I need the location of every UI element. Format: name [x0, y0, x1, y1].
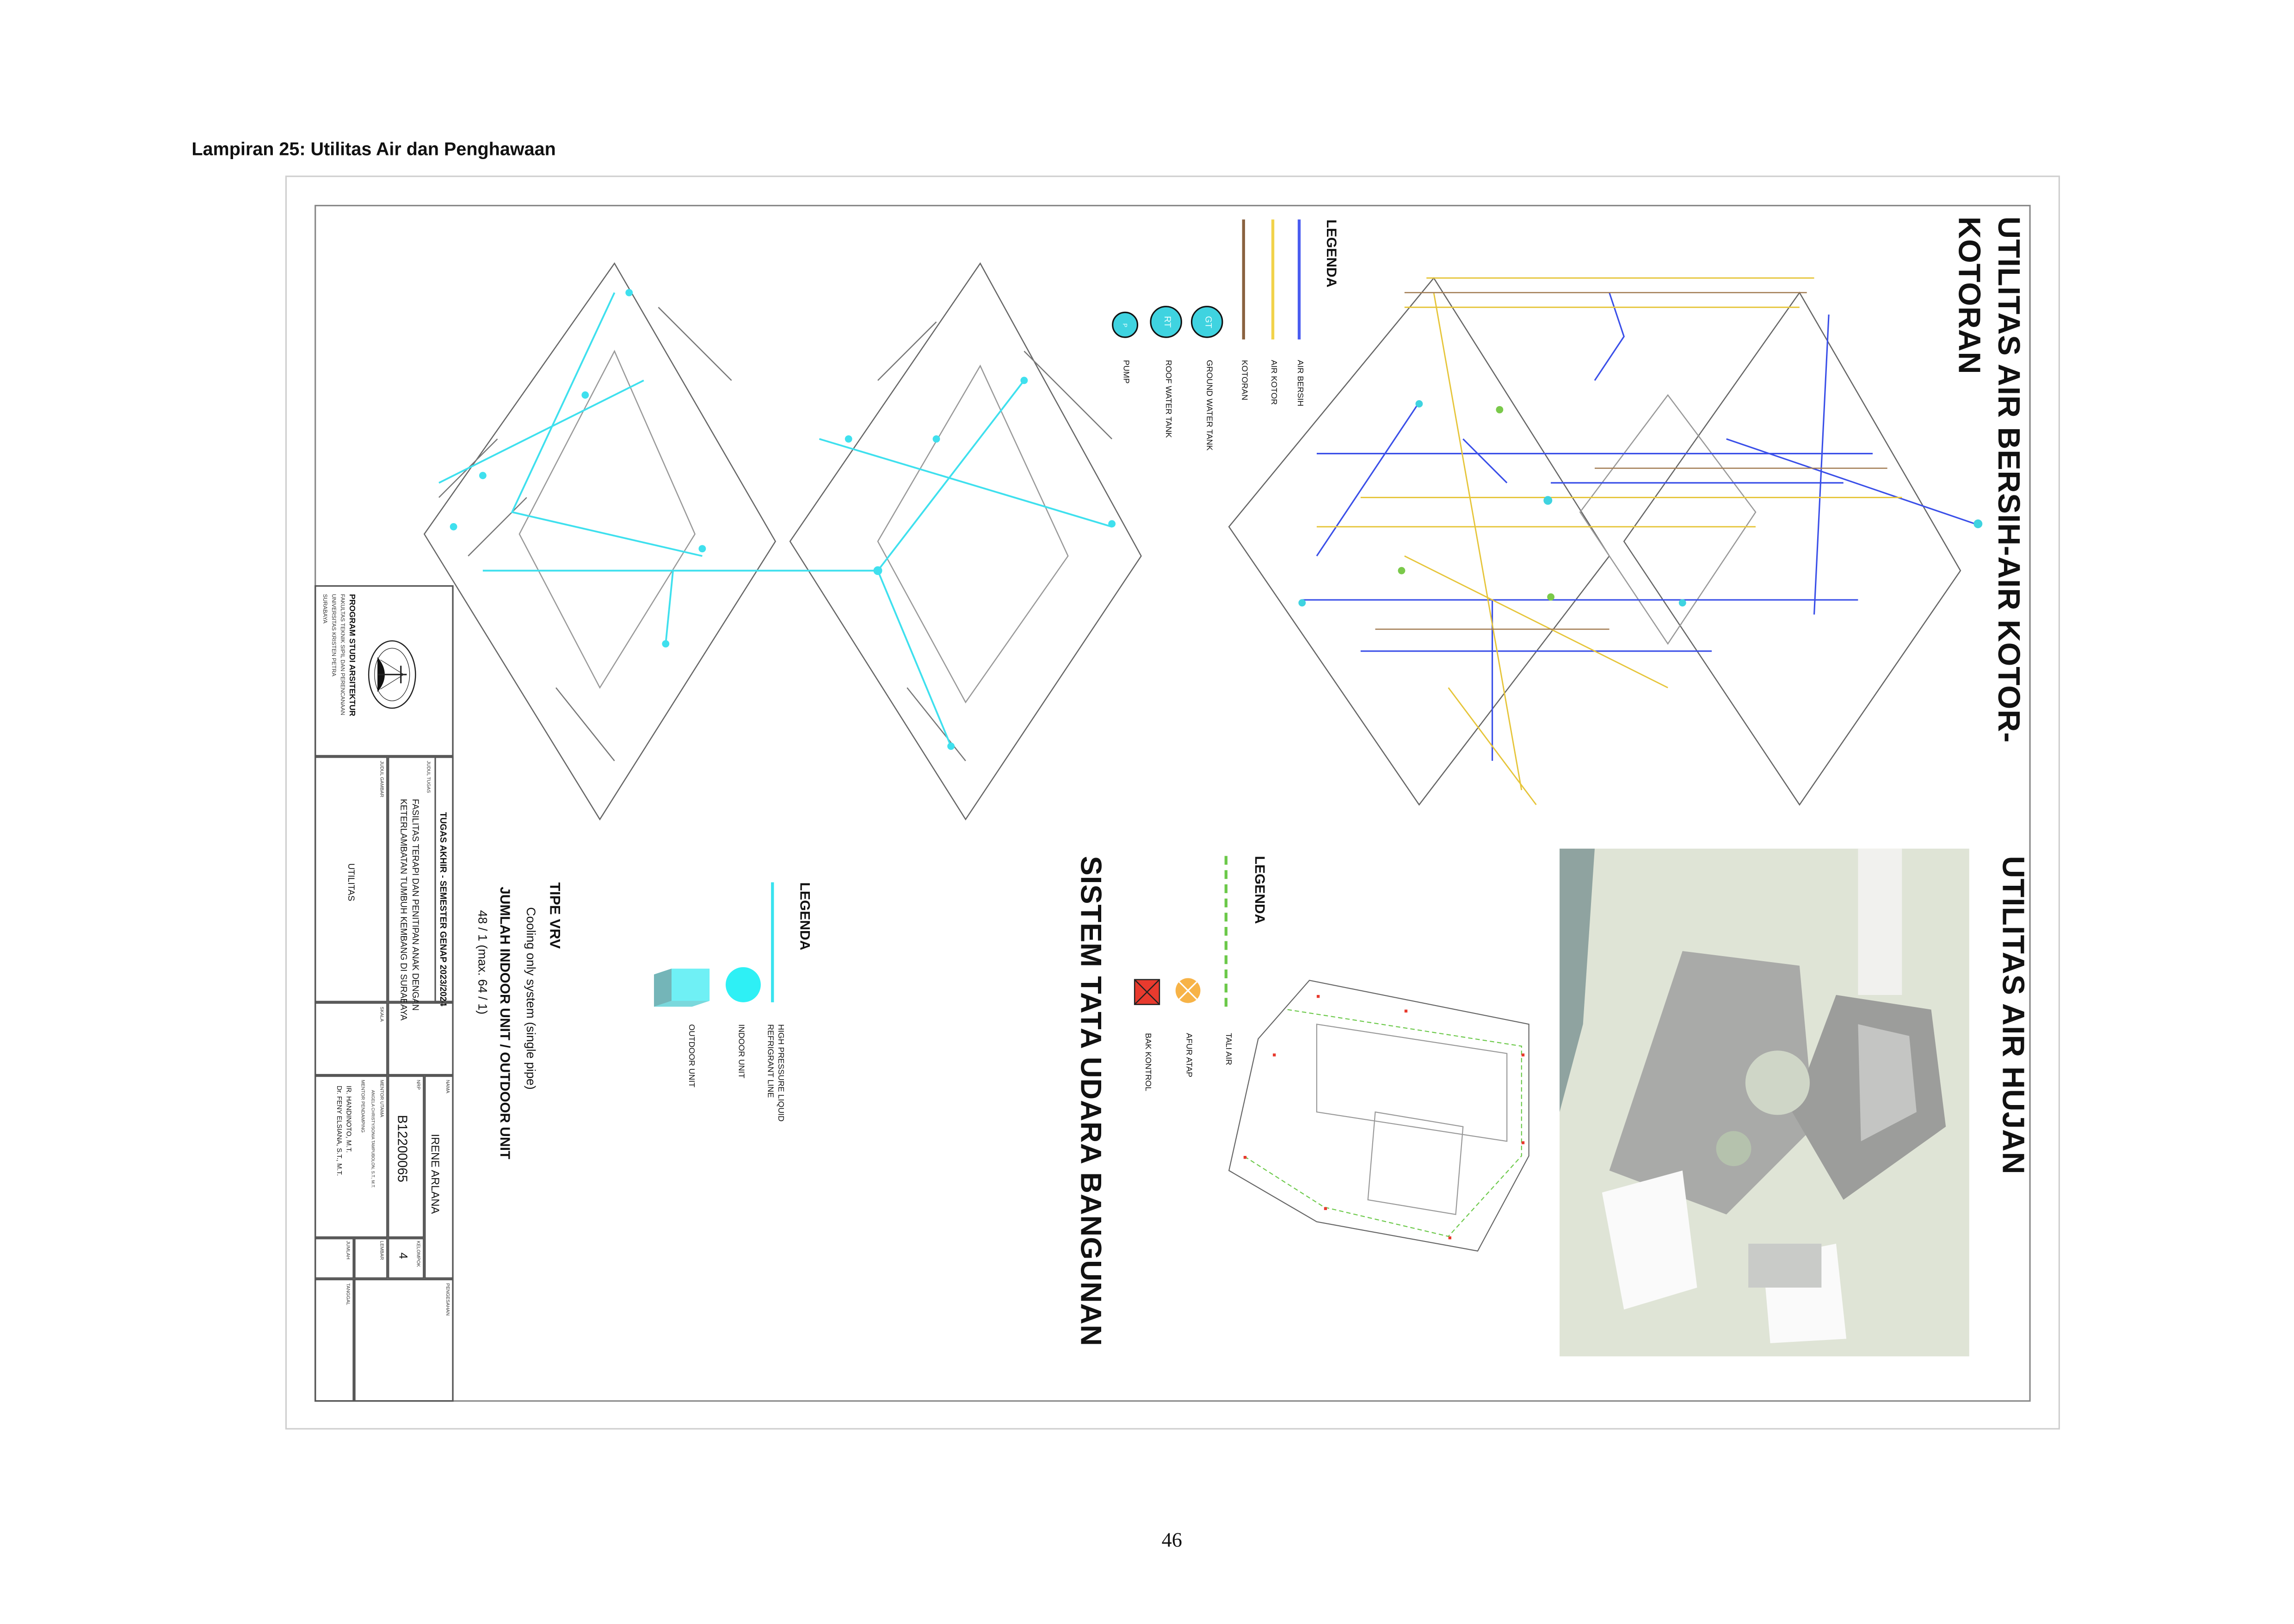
- indoor-unit-markers: [450, 289, 1116, 750]
- lembar-label: LEMBAR: [379, 1241, 385, 1260]
- course-cell: [434, 756, 454, 1002]
- project-title: FASILITAS TERAPI DAN PENITIPAN ANAK DENG…: [396, 799, 420, 1020]
- legend-label-indoor-unit: INDOOR UNIT: [736, 1024, 745, 1079]
- kelompok-value: 4: [396, 1252, 410, 1259]
- air-kotor-swatch: [1271, 219, 1274, 340]
- tanggal-label: TANGGAL: [345, 1283, 352, 1305]
- skala-cell: [314, 1002, 388, 1076]
- page-number: 46: [1161, 1530, 1182, 1553]
- vrv-type-heading: TIPE VRV: [545, 882, 562, 949]
- nama-label: NAMA: [444, 1080, 451, 1093]
- judul-gambar-cell: [314, 756, 388, 1002]
- university-seal-logo: [368, 640, 416, 709]
- water-title-line1: UTILITAS AIR BERSIH-AIR KOTOR-: [1991, 216, 2025, 743]
- project-title-line2: KETERLAMBATAN TUMBUH KEMBANG DI SURABAYA: [398, 799, 407, 1021]
- lembar-cell: [354, 1238, 388, 1279]
- legend-label-bak-kontrol: BAK KONTROL: [1142, 1033, 1152, 1092]
- faculty-name: FAKULTAS TEKNIK SIPIL DAN PERENCANAAN: [339, 594, 345, 716]
- kelompok-cell: [388, 1238, 425, 1279]
- legend-label-roof-water-tank: ROOF WATER TANK: [1163, 360, 1172, 438]
- judul-tugas-label: JUDUL TUGAS: [426, 760, 432, 793]
- water-title-line2: KOTORAN: [1951, 216, 1986, 375]
- kotoran-lines: [1375, 292, 1887, 630]
- unit-count-heading: JUMLAH INDOOR UNIT / OUTDOOR UNIT: [496, 886, 512, 1160]
- city-name: SURABAYA: [321, 594, 328, 624]
- air-bersih-swatch: [1297, 219, 1300, 340]
- mentor-pendamping-list: IR. HANDINOTO, M.T. Dr. FENY ELSIANA, S.…: [333, 1086, 352, 1176]
- unit-count-value: 48 / 1 (max. 64 / 1): [475, 910, 490, 1015]
- afur-atap-icon: [1175, 978, 1201, 1003]
- pengesahan-label: PENGESAHAN: [444, 1283, 451, 1316]
- refrigerant-line-label-2: REFRIGRANT LINE: [765, 1024, 774, 1098]
- mentor-utama: ANGELA CHRISTY/SONIA TAMPUBOLON, S.T., M…: [370, 1090, 376, 1188]
- bak-kontrol-icon: [1134, 979, 1160, 1005]
- refrigerant-lines: [438, 292, 1112, 747]
- water-floor-plans: [1228, 277, 1961, 806]
- legend-label-outdoor-unit: OUTDOOR UNIT: [686, 1024, 695, 1087]
- figure-frame: [285, 175, 2060, 1430]
- appendix-caption: Lampiran 25: Utilitas Air dan Penghawaan: [191, 139, 556, 160]
- mentor-pendamping-label: MENTOR PENDAMPING: [360, 1080, 366, 1133]
- judul-gambar-label: JUDUL GAMBAR: [379, 760, 385, 797]
- logo-cell: [314, 585, 454, 757]
- refrigerant-line-label-1: HIGH PRESSURE LIQUID: [775, 1024, 784, 1122]
- legend-label-air-bersih: AIR BERSIH: [1295, 360, 1304, 407]
- skala-label: SKALA: [379, 1007, 385, 1022]
- tali-air-swatch: [1224, 856, 1228, 1007]
- rain-legend-title: LEGENDA: [1251, 856, 1267, 924]
- air-bersih-lines: [1302, 292, 1975, 761]
- mentor-utama-label: MENTOR UTAMA: [379, 1080, 385, 1118]
- air-kotor-lines: [1316, 277, 1902, 805]
- program-name: PROGRAM STUDI ARSITEKTUR: [346, 594, 356, 716]
- legend-label-kotoran: KOTORAN: [1239, 360, 1248, 401]
- indoor-unit-icon: [725, 967, 761, 1002]
- student-nrp: B12200065: [395, 1115, 410, 1183]
- ground-water-tank-icon: GT: [1190, 306, 1223, 338]
- student-name: IRENE ARLANA: [428, 1134, 442, 1214]
- blank-cell: [388, 1002, 454, 1076]
- jumlah-cell: [314, 1238, 354, 1279]
- pump-icon: P: [1112, 311, 1139, 338]
- water-legend-title: LEGENDA: [1322, 219, 1339, 288]
- pengesahan-cell: [354, 1278, 454, 1402]
- nrp-label: NRP: [415, 1080, 422, 1090]
- program-info: PROGRAM STUDI ARSITEKTUR FAKULTAS TEKNIK…: [321, 594, 356, 716]
- course-title: TUGAS AKHIR - SEMESTER GENAP 2023/2024: [437, 812, 446, 1007]
- legend-label-pump: PUMP: [1121, 360, 1130, 384]
- hvac-legend-title: LEGENDA: [796, 882, 812, 951]
- jumlah-label: JUMLAH: [345, 1241, 352, 1260]
- kelompok-label: KELOMPOK: [415, 1241, 422, 1267]
- legend-label-refrigerant-line: HIGH PRESSURE LIQUID REFRIGRANT LINE: [764, 1024, 784, 1121]
- rain-floor-plan: [1228, 980, 1529, 1252]
- legend-label-air-kotor: AIR KOTOR: [1268, 360, 1277, 405]
- tanggal-cell: [314, 1278, 354, 1402]
- rain-utility-title: UTILITAS AIR HUJAN: [1995, 856, 2029, 1175]
- project-title-line1: FASILITAS TERAPI DAN PENITIPAN ANAK DENG…: [409, 799, 419, 1011]
- outdoor-unit-icon: [654, 969, 710, 1007]
- mentor-pendamping-2: Dr. FENY ELSIANA, S.T., M.T.: [335, 1086, 343, 1176]
- legend-label-afur-atap: AFUR ATAP: [1184, 1033, 1193, 1078]
- legend-label-ground-water-tank: GROUND WATER TANK: [1204, 360, 1213, 451]
- roof-water-tank-icon: RT: [1150, 306, 1182, 338]
- rain-markers: [1243, 995, 1525, 1240]
- vrv-type-value: Cooling only system (single pipe): [524, 907, 539, 1090]
- university-name: UNIVERSITAS KRISTEN PETRA: [330, 594, 337, 677]
- mentor-cell: [314, 1075, 388, 1238]
- legend-label-tali-air: TALI AIR: [1223, 1033, 1232, 1065]
- nrp-cell: [388, 1075, 425, 1238]
- kotoran-swatch: [1242, 219, 1245, 340]
- refrigerant-line-swatch: [771, 882, 774, 1002]
- water-markers: [1298, 400, 1983, 607]
- water-utility-title: UTILITAS AIR BERSIH-AIR KOTOR- KOTORAN: [1949, 216, 2028, 743]
- hvac-title: SISTEM TATA UDARA BANGUNAN: [1073, 856, 1106, 1346]
- hvac-floor-plans: [423, 262, 1142, 821]
- site-plan-render: [1560, 848, 1969, 1357]
- mentor-pendamping-1: IR. HANDINOTO, M.T.: [345, 1086, 353, 1153]
- drawing-title: UTILITAS: [345, 863, 354, 902]
- nama-cell: [424, 1075, 454, 1279]
